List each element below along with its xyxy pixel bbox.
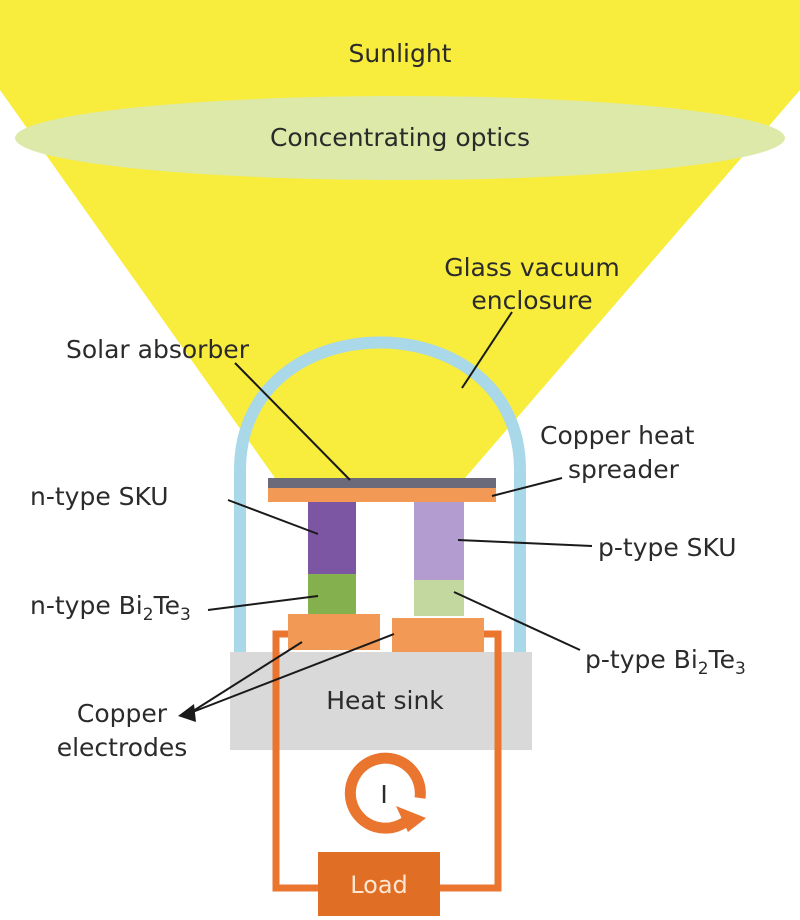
glass-enclosure-label-line1: Glass vacuum [444,253,620,282]
copper-electrode-left [288,614,380,650]
concentrating-optics-label: Concentrating optics [270,123,530,152]
p-type-sku-label: p-type SKU [598,533,737,562]
n-type-sku-leg [308,502,356,574]
leader-n-bite [207,595,319,611]
leader-electrode-right [189,633,395,714]
n-type-bi2te3-label: n-type Bi2Te3 [30,591,191,625]
current-label: I [380,780,387,809]
sunlight-label: Sunlight [349,39,452,68]
copper-electrodes-label-line2: electrodes [57,733,188,762]
heat-sink [230,652,532,750]
leader-electrodes-arrowhead [178,704,196,722]
copper-spreader-label-line2: spreader [568,455,680,484]
leader-p-bite [453,591,581,651]
solar-absorber-label: Solar absorber [66,335,250,364]
glass-enclosure-label-line2: enclosure [471,286,592,315]
n-type-sku-label: n-type SKU [30,482,169,511]
load-box [318,852,440,916]
leader-n-sku [227,499,319,535]
copper-spreader-label-line1: Copper heat [540,421,695,450]
n-type-bi2te3-leg [308,574,356,616]
leader-solar-absorber [234,362,351,481]
load-label: Load [350,871,408,899]
current-loop-icon [344,752,426,834]
heat-sink-label: Heat sink [326,686,444,715]
p-type-sku-leg [414,502,464,580]
leader-electrode-left [189,641,303,714]
copper-electrode-right [392,618,484,652]
glass-vacuum-enclosure [234,336,526,652]
leader-copper-spreader [491,477,563,497]
p-type-bi2te3-leg [414,580,464,616]
p-type-bi2te3-label: p-type Bi2Te3 [585,645,746,679]
sunlight-cone [0,0,800,478]
copper-heat-spreader [268,488,496,502]
leader-glass [461,311,513,389]
solar-absorber [268,478,496,488]
concentrating-optics-lens [15,96,785,180]
copper-electrodes-label-line1: Copper [77,699,168,728]
leader-p-sku [457,539,593,547]
